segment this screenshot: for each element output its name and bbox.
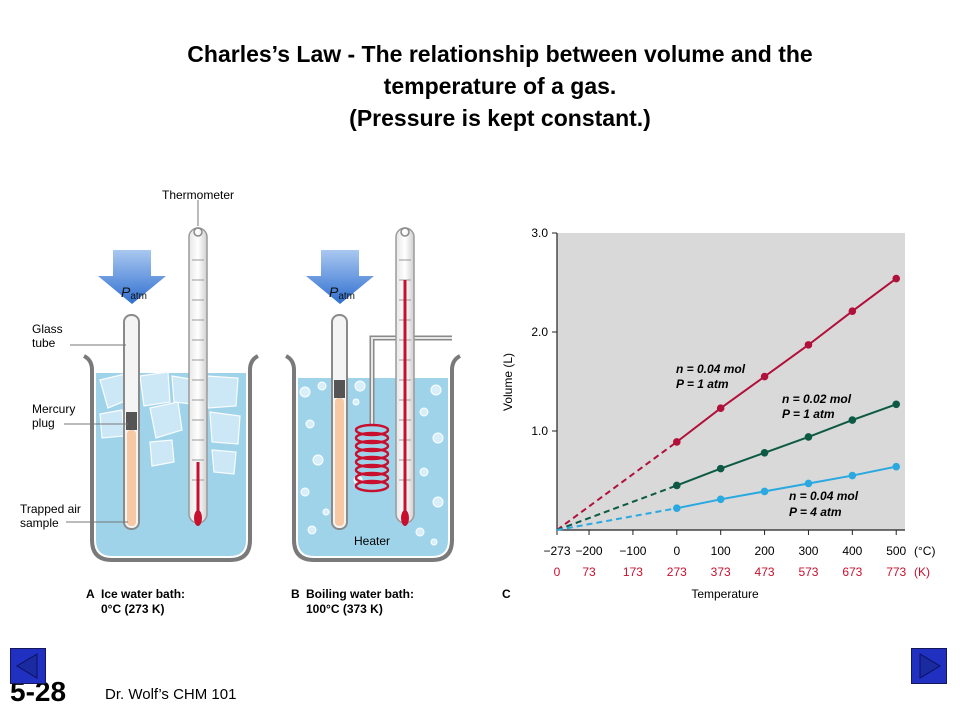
series-1-point-1	[716, 464, 725, 473]
series-0-point-3	[804, 341, 813, 349]
series-1-point-3	[804, 433, 813, 441]
series-0-point-2	[760, 372, 769, 381]
chart-marks: 1.0 2.0 3.0 −273 0 −200 73 −100 173 0 273 100 373 200…	[531, 226, 906, 579]
series-1-point-2	[760, 448, 769, 457]
caption-a: A	[86, 587, 95, 601]
series-1-line	[676, 403, 897, 487]
series-label-3: n = 0.04 mol P = 4 atm	[789, 489, 861, 519]
next-slide-button[interactable]	[911, 648, 947, 684]
svg-text:Patm: Patm	[329, 284, 355, 302]
title-line-2: temperature of a gas.	[383, 73, 617, 99]
panel-c-volume-temperature-chart: 1.0 2.0 3.0 −273 0 −200 73 −100 173 0 273 100 373 200…	[501, 226, 935, 601]
series-1-extrapolation	[556, 484, 678, 531]
series-1-point-5	[892, 400, 901, 409]
beaker-a	[83, 354, 259, 562]
thermometer-b	[395, 227, 415, 526]
x-tick-kelvin-7: 673	[842, 565, 862, 579]
series-2-extrapolation	[556, 507, 677, 531]
x-tick-kelvin-1: 73	[582, 565, 596, 579]
series-2-point-4	[848, 471, 857, 480]
title-line-1: Charles’s Law - The relationship between…	[187, 41, 813, 67]
x-tick-celsius-5: 200	[755, 544, 775, 558]
series-label-1: n = 0.04 mol P = 1 atm	[676, 362, 748, 391]
caption-b-text: Boiling water bath:100°C (373 K)	[306, 587, 414, 616]
x-unit-celsius: (°C)	[914, 544, 935, 558]
x-tick-kelvin-5: 473	[755, 565, 775, 579]
trapped-air-a	[127, 430, 136, 526]
x-tick-celsius-8: 500	[886, 544, 906, 558]
y-tick-label-0: 1.0	[531, 424, 548, 438]
x-unit-kelvin: (K)	[914, 565, 930, 579]
series-2-point-1	[716, 495, 725, 504]
series-1-point-4	[848, 416, 857, 424]
beaker-b	[285, 354, 461, 562]
x-tick-kelvin-6: 573	[798, 565, 818, 579]
x-tick-celsius-3: 0	[673, 544, 680, 558]
heater-coil	[354, 423, 390, 493]
thermometer-label: Thermometer	[162, 188, 234, 202]
x-tick-celsius-7: 400	[842, 544, 862, 558]
x-tick-celsius-6: 300	[798, 544, 818, 558]
y-tick-label-2: 3.0	[531, 226, 548, 240]
heater-label: Heater	[354, 534, 390, 548]
series-0-point-5	[892, 274, 901, 283]
caption-c: C	[502, 587, 511, 601]
footer-course: Dr. Wolf’s CHM 101	[105, 686, 237, 703]
series-0-point-1	[716, 404, 725, 413]
svg-text:Patm: Patm	[121, 284, 147, 302]
mercury-plug-b	[334, 380, 345, 398]
series-label-2: n = 0.02 mol P = 1 atm	[782, 392, 854, 421]
caption-a-text: Ice water bath:0°C (273 K)	[101, 587, 185, 616]
x-tick-kelvin-0: 0	[554, 565, 561, 579]
caption-b: B	[291, 587, 300, 601]
series-0-point-4	[848, 307, 857, 316]
slide-title: Charles’s Law - The relationship between…	[80, 38, 920, 134]
x-tick-celsius-4: 100	[711, 544, 731, 558]
series-2-point-3	[804, 479, 813, 488]
title-line-3: (Pressure is kept constant.)	[349, 105, 651, 131]
x-tick-celsius-0: −273	[543, 544, 570, 558]
series-0-point-0	[673, 438, 681, 446]
y-tick-label-1: 2.0	[531, 325, 548, 339]
thermometer-a	[188, 227, 208, 526]
patm-arrow-a: Patm	[98, 250, 166, 304]
x-tick-celsius-1: −200	[576, 544, 603, 558]
mercury-plug-a	[126, 412, 137, 430]
x-tick-kelvin-3: 273	[667, 565, 687, 579]
trapped-air-b	[335, 398, 344, 526]
y-axis-label: Volume (L)	[501, 353, 515, 411]
x-tick-kelvin-2: 173	[623, 565, 643, 579]
x-tick-kelvin-4: 373	[711, 565, 731, 579]
panel-b-boiling-bath: Patm Heater B Boiling water bath:100°C (…	[285, 227, 461, 616]
series-2-point-2	[760, 487, 769, 496]
arrow-left-icon	[16, 653, 38, 679]
series-0-extrapolation	[556, 441, 678, 531]
patm-arrow-b: Patm	[306, 250, 374, 304]
x-tick-kelvin-8: 773	[886, 565, 906, 579]
arrow-right-icon	[919, 653, 941, 679]
previous-slide-button[interactable]	[10, 648, 46, 684]
series-0-line	[676, 277, 897, 443]
ice-cubes	[99, 371, 241, 475]
x-axis-label: Temperature	[691, 587, 759, 601]
plot-area	[557, 233, 905, 530]
series-2-line	[676, 465, 897, 510]
series-2-point-5	[892, 462, 901, 471]
series-2-point-0	[673, 504, 681, 513]
x-tick-celsius-2: −100	[619, 544, 646, 558]
series-1-point-0	[673, 481, 681, 490]
